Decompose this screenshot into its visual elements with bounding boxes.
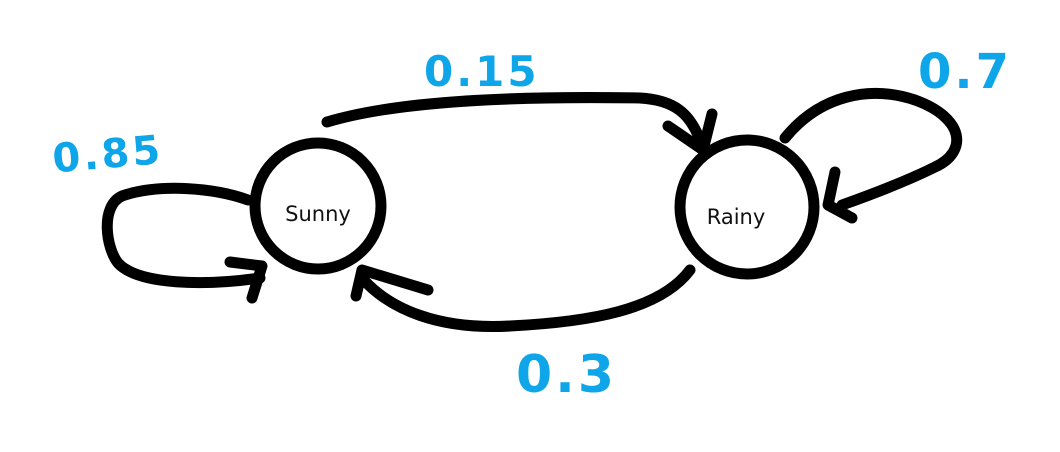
state-label-sunny: Sunny (285, 202, 351, 226)
arc-sunny-to-rainy (321, 92, 706, 146)
arrowhead-into-rainy-loop (822, 166, 858, 224)
probability-label-sunny-to-sunny: 0.85 (51, 127, 165, 182)
transition-sunny-to-sunny (101, 182, 268, 304)
probability-label-rainy-to-rainy: 0.7 (918, 44, 1012, 100)
arrowhead-into-sunny-loop (224, 256, 268, 304)
state-circle-sunny (249, 137, 387, 275)
transition-rainy-to-rainy (779, 87, 963, 224)
arrowhead-into-rainy-top (662, 108, 718, 156)
probability-label-sunny-to-rainy: 0.15 (424, 47, 540, 96)
self-loop-arc-sunny (101, 182, 266, 289)
transition-sunny-to-rainy (321, 92, 718, 156)
state-label-rainy: Rainy (707, 205, 766, 229)
state-circle-rainy (674, 134, 820, 280)
probability-label-rainy-to-sunny: 0.3 (516, 345, 617, 405)
arrowhead-into-sunny-bottom (350, 264, 434, 302)
arc-rainy-to-sunny (356, 264, 696, 333)
state-node-sunny: Sunny (249, 137, 387, 275)
self-loop-arc-rainy (779, 87, 963, 211)
state-node-rainy: Rainy (674, 134, 820, 280)
transition-rainy-to-sunny (350, 264, 696, 333)
